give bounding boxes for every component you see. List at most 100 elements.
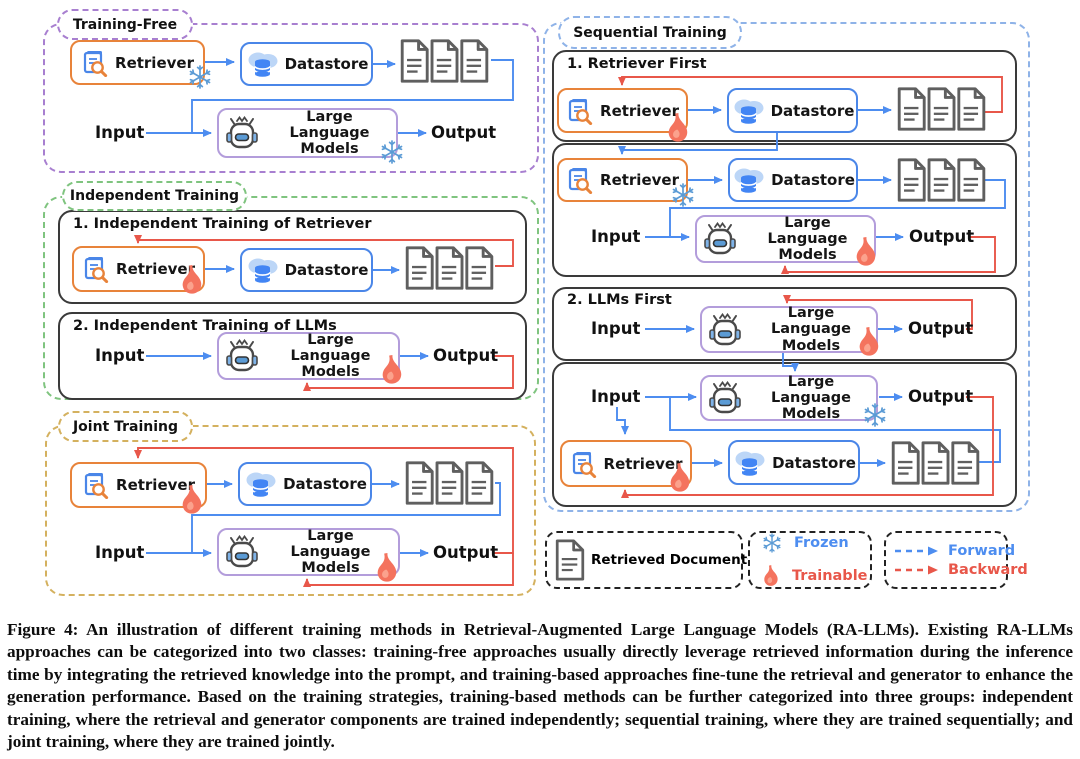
input-label: Input <box>591 227 641 246</box>
training-free-label-text: Training-Free <box>72 16 178 33</box>
llm-label: Large Language Models <box>770 305 852 354</box>
llm-label: Large Language Models <box>770 373 852 423</box>
llm-node: Large Language Models <box>695 215 876 263</box>
output-label: Output <box>433 346 499 365</box>
forward-arrows <box>146 58 1006 557</box>
robot-icon <box>701 222 739 256</box>
retriever-node: Retriever <box>557 158 688 202</box>
frozen-snowflake-icon <box>186 63 214 95</box>
training-free-group <box>43 23 539 173</box>
independent-llm-title: 2. Independent Training of LLMs <box>73 318 337 334</box>
trainable-flame-icon <box>665 112 691 148</box>
independent-llm-subbox <box>58 312 527 400</box>
datastore-label: Datastore <box>284 55 369 73</box>
trainable-flame-icon <box>179 484 205 520</box>
forward-label: Forward <box>948 542 1016 559</box>
retriever-node: Retriever <box>557 88 688 133</box>
datastore-icon <box>243 469 277 499</box>
trainable-flame-icon <box>667 462 693 498</box>
trainable-flame-icon <box>762 564 781 587</box>
trainable-flame-icon <box>374 552 400 588</box>
trainable-flame-icon <box>379 354 405 390</box>
retriever-label: Retriever <box>603 454 683 473</box>
input-label: Input <box>95 543 145 562</box>
llm-node: Large Language Models <box>217 108 398 158</box>
retriever-node: Retriever <box>70 462 207 508</box>
robot-icon <box>223 116 261 150</box>
legend-forward-backward: Forward Backward <box>884 531 1028 589</box>
training-free-group-label: Training-Free <box>57 9 193 40</box>
retrieved-documents-icon <box>891 438 981 492</box>
retriever-icon <box>82 471 110 499</box>
input-label: Input <box>95 346 145 365</box>
legend-frozen-trainable: Frozen Trainable <box>748 531 872 589</box>
llm-node: Large Language Models <box>217 528 400 576</box>
backward-arrow-icon <box>894 564 940 576</box>
backward-arrows <box>134 76 1003 587</box>
output-label: Output <box>909 227 975 246</box>
retriever-icon <box>566 166 594 194</box>
datastore-node: Datastore <box>240 42 373 86</box>
llms-first-stage1-subbox <box>552 287 1017 361</box>
output-label: Output <box>908 387 974 406</box>
datastore-node: Datastore <box>240 248 373 292</box>
independent-label-text: Independent Training <box>69 188 240 204</box>
frozen-snowflake-icon <box>861 401 889 433</box>
input-label: Input <box>591 319 641 338</box>
frozen-label: Frozen <box>794 534 849 551</box>
output-label: Output <box>431 123 497 142</box>
retriever-icon <box>570 450 598 478</box>
retriever-label: Retriever <box>600 101 679 120</box>
datastore-icon <box>245 255 279 285</box>
output-label: Output <box>908 319 974 338</box>
datastore-label: Datastore <box>771 171 855 189</box>
robot-icon <box>706 381 744 415</box>
llm-label: Large Language Models <box>290 331 371 381</box>
retriever-icon <box>81 49 109 77</box>
sequential-label-text: Sequential Training <box>573 24 727 41</box>
input-label: Input <box>591 387 641 406</box>
legend-retrieved-documents: Retrieved Documents <box>545 531 755 589</box>
datastore-icon <box>732 448 766 478</box>
datastore-node: Datastore <box>727 88 858 133</box>
retriever-node: Retriever <box>560 440 692 487</box>
retriever-label: Retriever <box>116 476 195 494</box>
retrieved-documents-label: Retrieved Documents <box>591 552 756 568</box>
output-label: Output <box>433 543 499 562</box>
llm-label: Large Language Models <box>290 527 371 577</box>
retriever-label: Retriever <box>115 53 194 72</box>
connection-arrows <box>134 58 1006 587</box>
backward-label: Backward <box>948 561 1028 578</box>
retriever-first-title: 1. Retriever First <box>567 56 707 72</box>
retrieved-documents-icon <box>897 155 987 209</box>
datastore-label: Datastore <box>284 261 369 279</box>
datastore-icon <box>731 165 765 195</box>
llm-node: Large Language Models <box>217 332 400 380</box>
sequential-training-group <box>543 22 1030 512</box>
retriever-icon <box>566 97 594 125</box>
llm-label: Large Language Models <box>289 108 370 158</box>
input-label: Input <box>95 123 145 142</box>
frozen-snowflake-icon <box>378 138 406 170</box>
document-icon <box>555 539 585 581</box>
independent-training-group-label: Independent Training <box>62 181 247 211</box>
retriever-label: Retriever <box>600 171 679 189</box>
trainable-flame-icon <box>853 236 879 272</box>
retriever-first-stage1-subbox <box>552 50 1017 142</box>
retriever-first-stage2-subbox <box>552 143 1017 277</box>
joint-training-group-label: Joint Training <box>58 411 193 442</box>
datastore-label: Datastore <box>283 475 367 493</box>
datastore-node: Datastore <box>728 440 860 485</box>
retriever-label: Retriever <box>116 260 195 278</box>
llm-node: Large Language Models <box>700 373 878 423</box>
retrieved-documents-icon <box>897 84 987 138</box>
independent-retriever-subbox <box>58 210 527 304</box>
datastore-node: Datastore <box>728 158 858 202</box>
robot-icon <box>223 339 261 373</box>
llm-node: Large Language Models <box>700 305 878 354</box>
retriever-node: Retriever <box>72 246 205 292</box>
joint-training-group <box>45 425 536 596</box>
datastore-label: Datastore <box>772 453 856 472</box>
trainable-flame-icon <box>179 264 205 300</box>
llms-first-title: 2. LLMs First <box>567 292 672 308</box>
